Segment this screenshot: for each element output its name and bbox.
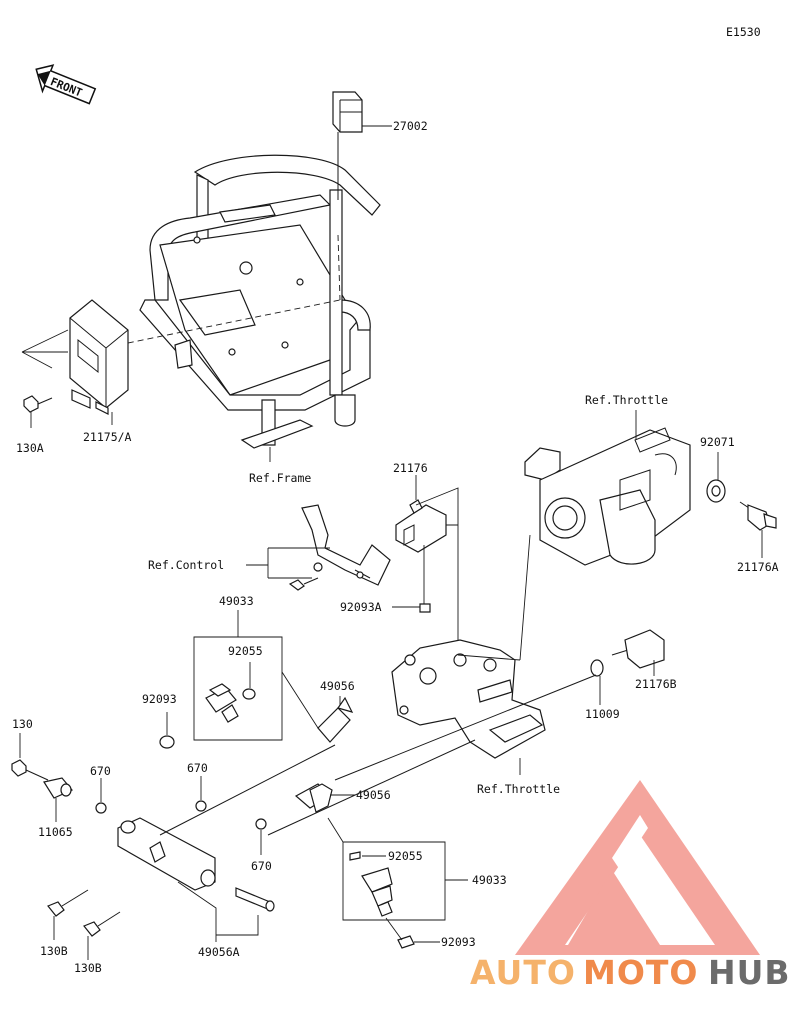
watermark-part2: MOTO	[583, 953, 698, 992]
part-670-b	[195, 800, 207, 812]
part-11065	[43, 777, 73, 799]
label-92093A: 92093A	[340, 600, 382, 614]
label-ref-control: Ref.Control	[148, 558, 224, 572]
part-49056-lower	[294, 783, 333, 813]
label-21176A: 21176A	[737, 560, 779, 574]
group-box-49033-lower	[342, 841, 446, 921]
watermark-text: AUTO MOTO HUB	[470, 953, 791, 992]
front-arrow-icon: FRONT	[35, 64, 97, 105]
label-670-c: 670	[251, 859, 272, 873]
label-130B-b: 130B	[74, 961, 102, 975]
label-92093-lower: 92093	[441, 935, 476, 949]
diagram-code: E1530	[726, 25, 761, 39]
part-130-bolt	[11, 759, 49, 781]
guide-line-intake	[334, 674, 597, 781]
part-49056-upper	[317, 696, 354, 743]
ref-control-bracket	[301, 504, 391, 586]
label-92093-upper: 92093	[142, 692, 177, 706]
label-11009: 11009	[585, 707, 620, 721]
guide-line-rail-upper	[159, 744, 336, 836]
label-49033-upper: 49033	[219, 594, 254, 608]
leader-ref-control	[246, 547, 330, 579]
label-21176B: 21176B	[635, 677, 677, 691]
label-49033-lower: 49033	[472, 873, 507, 887]
group-box-49033-upper	[193, 636, 283, 741]
label-670-a: 670	[90, 764, 111, 778]
label-130: 130	[12, 717, 33, 731]
watermark-part1: AUTO	[470, 953, 576, 992]
watermark-part3: HUB	[708, 953, 791, 992]
part-injector-upper	[205, 683, 239, 723]
label-130B-a: 130B	[40, 944, 68, 958]
label-92055-upper: 92055	[228, 644, 263, 658]
part-21176-sensor	[395, 499, 447, 553]
watermark-logo	[515, 780, 760, 955]
ref-control-fasteners	[288, 562, 323, 591]
part-27002-connector	[332, 91, 363, 200]
part-130B-bolt-a	[47, 889, 89, 917]
guide-line-rail	[267, 739, 476, 836]
label-21175A: 21175/A	[83, 430, 132, 444]
part-92093-upper	[159, 735, 175, 749]
label-ref-throttle-top: Ref.Throttle	[585, 393, 668, 407]
part-130A-bolt	[23, 395, 53, 413]
part-11009	[590, 659, 604, 677]
throttle-body	[524, 427, 691, 566]
part-injector-lower	[361, 867, 393, 917]
label-ref-frame: Ref.Frame	[249, 471, 311, 485]
label-ref-throttle-bottom: Ref.Throttle	[477, 782, 560, 796]
label-27002: 27002	[393, 119, 428, 133]
label-130A: 130A	[16, 441, 44, 455]
leader-92093-lower	[385, 917, 440, 943]
label-11065: 11065	[38, 825, 73, 839]
label-49056A: 49056A	[198, 945, 240, 959]
leader-49033-lower-b	[327, 817, 344, 843]
leader-21176	[415, 475, 459, 655]
leader-manifold	[457, 534, 531, 661]
part-92071	[706, 479, 726, 503]
part-21175A-ecu	[69, 299, 129, 415]
part-92093A	[419, 603, 431, 613]
part-92093-lower	[397, 935, 415, 949]
part-21176B	[611, 629, 665, 669]
part-92055-lower	[349, 851, 361, 861]
leader-49056-upper	[281, 671, 341, 729]
leader-21175A	[21, 329, 69, 369]
label-21176: 21176	[393, 461, 428, 475]
part-130B-bolt-b	[83, 911, 121, 937]
label-49056-lower: 49056	[356, 788, 391, 802]
part-670-c	[255, 818, 267, 830]
frame-structure	[117, 154, 381, 449]
label-670-b: 670	[187, 761, 208, 775]
label-92071: 92071	[700, 435, 735, 449]
leader-49056A	[177, 881, 259, 942]
part-fuel-rail	[117, 817, 216, 891]
label-92055-lower: 92055	[388, 849, 423, 863]
part-92055-upper	[242, 688, 256, 700]
label-49056-upper: 49056	[320, 679, 355, 693]
intake-assembly	[391, 639, 546, 759]
part-670-a	[95, 802, 107, 814]
part-21176A	[739, 501, 777, 531]
part-49056A	[235, 887, 275, 912]
